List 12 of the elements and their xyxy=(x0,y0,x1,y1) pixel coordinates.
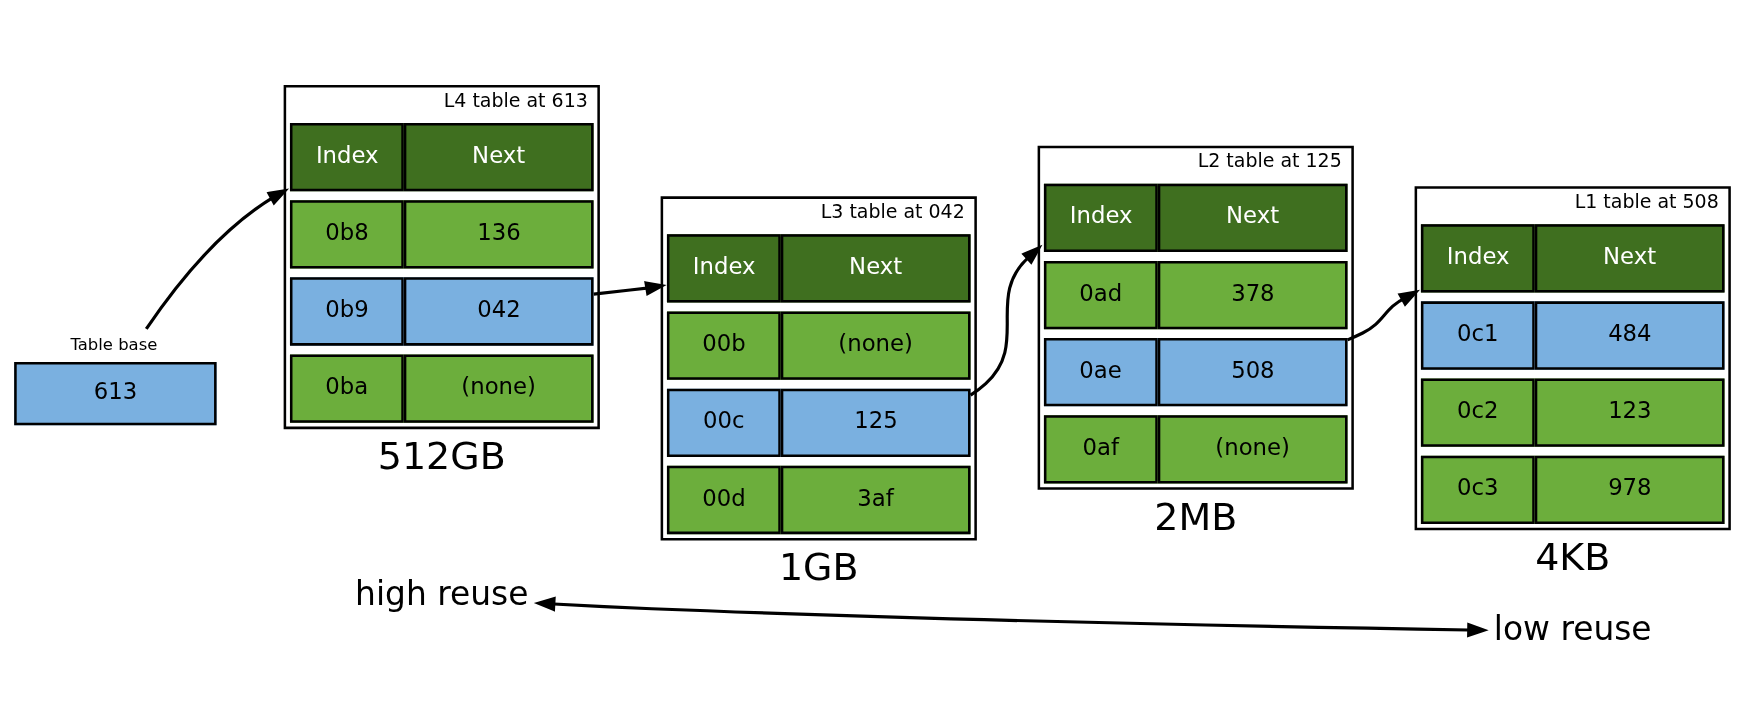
node-label: 1GB xyxy=(778,544,859,589)
node-label: 512GB xyxy=(377,433,506,478)
arrow xyxy=(145,188,290,330)
arrow xyxy=(533,596,1489,637)
arrow xyxy=(969,244,1043,396)
node-label: 4KB xyxy=(1535,534,1611,579)
node-text: high reuse xyxy=(355,573,529,613)
node-label: 2MB xyxy=(1154,494,1238,539)
arrow xyxy=(593,280,667,296)
node-text: low reuse xyxy=(1493,608,1652,648)
arrow xyxy=(1347,289,1421,341)
node-label: Table base xyxy=(70,334,158,354)
